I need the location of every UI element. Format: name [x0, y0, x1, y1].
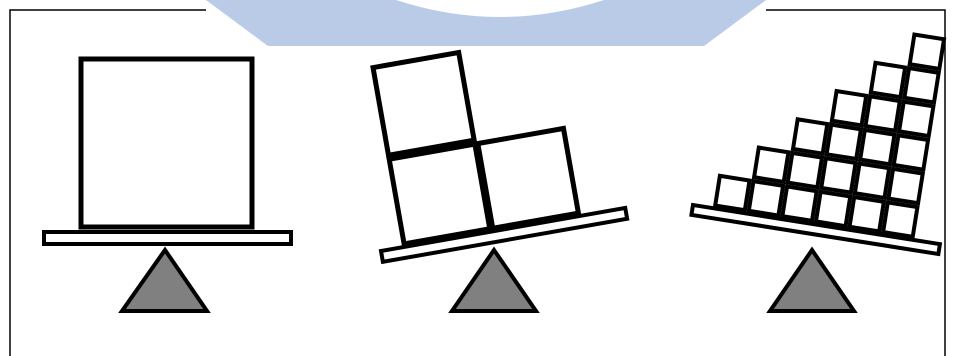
small-blocks-group — [715, 8, 944, 237]
small-block — [782, 186, 816, 220]
small-block — [904, 68, 938, 102]
small-block — [888, 169, 922, 203]
small-block — [894, 135, 928, 169]
small-block — [883, 202, 917, 236]
small-block — [871, 63, 905, 97]
small-block — [793, 119, 827, 153]
large-block — [81, 59, 252, 227]
medium-block-bottom-right — [478, 128, 579, 228]
small-block — [754, 148, 788, 182]
small-block — [860, 130, 894, 164]
small-block — [827, 125, 861, 159]
small-block — [715, 176, 749, 210]
small-block — [865, 96, 899, 130]
small-block — [899, 102, 933, 136]
beam-level — [44, 232, 291, 244]
small-block — [855, 164, 889, 198]
medium-block-bottom-left — [389, 144, 490, 244]
small-block — [749, 181, 783, 215]
figure-three-blocks — [349, 29, 627, 311]
medium-block-top-left — [373, 52, 474, 155]
small-block — [832, 91, 866, 125]
small-block — [821, 158, 855, 192]
fulcrum-left — [122, 250, 207, 311]
figure-staircase-blocks — [691, 4, 955, 311]
fulcrum-middle — [452, 250, 536, 311]
fulcrum-right — [770, 250, 854, 311]
small-block — [850, 197, 884, 231]
figure-single-block — [44, 59, 291, 311]
small-block — [788, 153, 822, 187]
small-block — [816, 192, 850, 226]
small-block — [910, 35, 944, 69]
